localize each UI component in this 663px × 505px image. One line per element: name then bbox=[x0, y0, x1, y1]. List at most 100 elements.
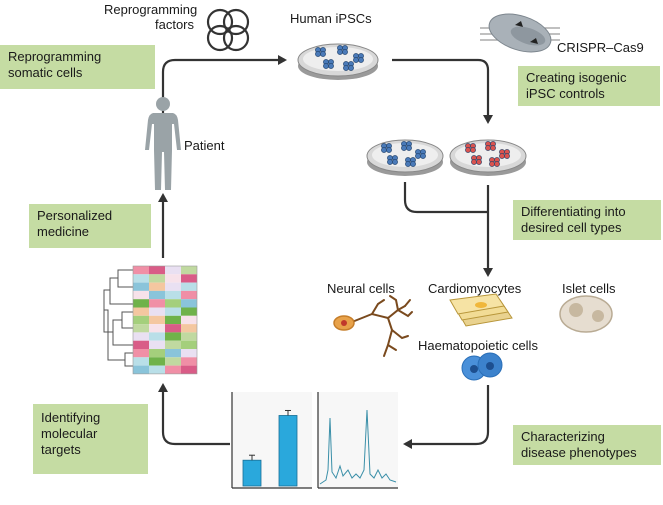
arrow-to-ipscs bbox=[161, 55, 287, 150]
heatmap-cell bbox=[181, 274, 197, 283]
heatmap-cell bbox=[149, 307, 165, 316]
heatmap-cell bbox=[165, 290, 181, 300]
haematopoietic-cell-icon bbox=[461, 352, 503, 381]
heatmap-cell bbox=[165, 307, 181, 316]
heatmap-cell bbox=[181, 266, 197, 275]
cell-colony bbox=[471, 155, 482, 165]
heatmap-cell bbox=[165, 299, 181, 308]
heatmap-cell bbox=[133, 274, 149, 283]
heatmap-cell bbox=[181, 357, 197, 366]
heatmap-cell bbox=[149, 324, 165, 333]
heatmap-icon bbox=[103, 265, 198, 375]
cell-colony bbox=[465, 143, 476, 153]
heatmap-cell bbox=[165, 324, 181, 333]
cell-colony bbox=[315, 47, 326, 57]
cell-colony bbox=[499, 149, 510, 159]
reprogramming-factors-label: Reprogramming factors bbox=[104, 2, 198, 32]
heatmap-cell bbox=[181, 365, 197, 374]
heatmap-cell bbox=[165, 332, 181, 341]
heatmap-cell bbox=[149, 266, 165, 275]
cell-colony bbox=[343, 61, 354, 71]
identifying-targets-callout: Identifying molecular targets bbox=[33, 404, 148, 474]
crispr-cas9-label: CRISPR–Cas9 bbox=[557, 40, 644, 55]
cell-colony bbox=[401, 141, 412, 151]
cell-colony bbox=[415, 149, 426, 159]
heatmap-cell bbox=[149, 290, 165, 300]
heatmap-cell bbox=[133, 315, 149, 325]
heatmap-cell bbox=[181, 282, 197, 291]
cell-colony bbox=[489, 157, 500, 167]
arrow-to-phenotypes bbox=[403, 385, 490, 449]
heatmap-cell bbox=[149, 274, 165, 283]
heatmap-cell bbox=[149, 282, 165, 291]
isogenic-controls-callout: Creating isogenic iPSC controls bbox=[518, 66, 660, 106]
patient-label: Patient bbox=[184, 138, 225, 153]
heatmap-cell bbox=[165, 365, 181, 374]
cell-colony bbox=[405, 157, 416, 167]
patient-figure-icon bbox=[145, 97, 181, 190]
islet-cells-label: Islet cells bbox=[562, 281, 616, 296]
heatmap-cell bbox=[149, 357, 165, 366]
heatmap-cell bbox=[165, 340, 181, 349]
personalized-medicine-callout: Personalized medicine bbox=[29, 204, 151, 248]
heatmap-cell bbox=[165, 274, 181, 283]
differentiating-callout: Differentiating into desired cell types bbox=[513, 200, 661, 240]
arrow-to-differentiation bbox=[403, 182, 488, 214]
heatmap-cell bbox=[149, 365, 165, 374]
heatmap-cell bbox=[181, 340, 197, 349]
heatmap-cell bbox=[181, 332, 197, 341]
heatmap-cell bbox=[133, 365, 149, 374]
petri-dish-icon bbox=[449, 139, 527, 176]
heatmap-cell bbox=[181, 349, 197, 358]
heatmap-cell bbox=[181, 307, 197, 316]
heatmap-cell bbox=[133, 282, 149, 291]
heatmap-cell bbox=[165, 349, 181, 358]
heatmap-cell bbox=[149, 315, 165, 325]
heatmap-cell bbox=[133, 290, 149, 300]
neuron-icon bbox=[333, 295, 413, 357]
heatmap-cell bbox=[165, 266, 181, 275]
arrow-to-targets bbox=[158, 383, 230, 446]
cell-colony bbox=[381, 143, 392, 153]
crispr-cas9-icon bbox=[480, 13, 560, 53]
characterizing-callout: Characterizing disease phenotypes bbox=[513, 425, 661, 465]
heatmap-cell bbox=[133, 332, 149, 341]
heatmap-cell bbox=[133, 324, 149, 333]
petri-dish-icon bbox=[297, 43, 379, 80]
petri-dish-icon bbox=[366, 139, 444, 176]
human-ipscs-label: Human iPSCs bbox=[290, 11, 372, 26]
heatmap-cell bbox=[133, 266, 149, 275]
heatmap-cell bbox=[165, 282, 181, 291]
heatmap-cell bbox=[133, 299, 149, 308]
bar bbox=[278, 415, 298, 487]
islet-cell-icon bbox=[559, 295, 613, 333]
cell-colony bbox=[337, 45, 348, 55]
cardiomyocyte-icon bbox=[449, 293, 513, 327]
heatmap-cell bbox=[181, 324, 197, 333]
heatmap-cell bbox=[181, 290, 197, 300]
bar bbox=[242, 459, 262, 487]
heatmap-cell bbox=[165, 315, 181, 325]
heatmap-cell bbox=[133, 340, 149, 349]
cell-colony bbox=[353, 53, 364, 63]
heatmap-cell bbox=[149, 340, 165, 349]
cardiomyocytes-label: Cardiomyocytes bbox=[428, 281, 522, 296]
heatmap-cell bbox=[133, 307, 149, 316]
cell-colony bbox=[387, 155, 398, 165]
heatmap-cell bbox=[181, 315, 197, 325]
heatmap-cell bbox=[149, 332, 165, 341]
neural-cells-label: Neural cells bbox=[327, 281, 395, 296]
cell-colony bbox=[485, 141, 496, 151]
spectrum-trace-icon bbox=[317, 392, 398, 489]
heatmap-cell bbox=[149, 299, 165, 308]
reprogramming-callout: Reprogramming somatic cells bbox=[0, 45, 155, 89]
heatmap-cell bbox=[149, 349, 165, 358]
haematopoietic-cells-label: Haematopoietic cells bbox=[418, 338, 538, 353]
heatmap-cell bbox=[165, 357, 181, 366]
bar-chart-icon bbox=[231, 392, 312, 489]
cell-colony bbox=[323, 59, 334, 69]
heatmap-cell bbox=[133, 349, 149, 358]
interlocking-rings-icon bbox=[206, 8, 250, 52]
